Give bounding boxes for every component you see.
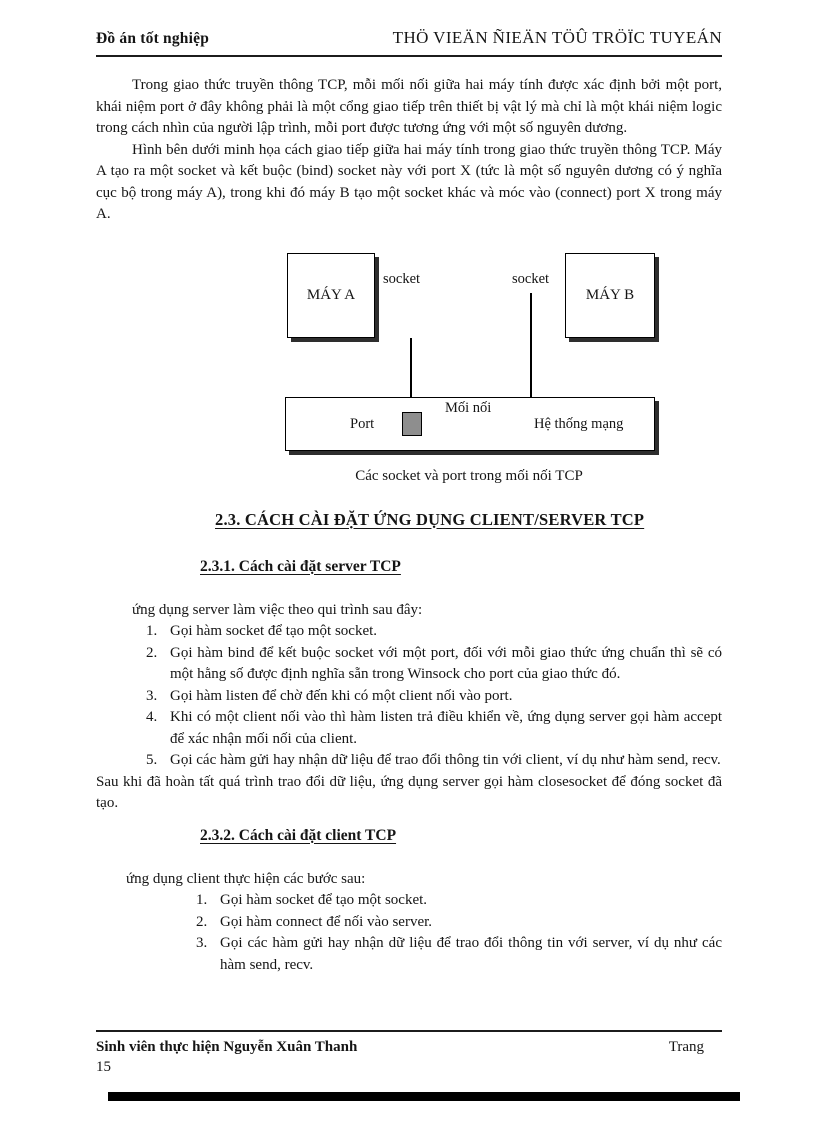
socket-line-b: [530, 292, 532, 422]
machine-b-box: MÁY B: [565, 252, 655, 338]
client-steps-list: 1. Gọi hàm socket để tạo một socket. 2. …: [96, 890, 722, 976]
tcp-socket-diagram: MÁY A MÁY B socket socket Port Mối nối H…: [96, 236, 722, 454]
list-item-text: Khi có một client nối vào thì hàm listen…: [170, 709, 722, 747]
list-item-number: 1.: [146, 623, 158, 639]
list-item-text: Gọi hàm connect để nối vào server.: [220, 913, 433, 930]
list-item: 3. Gọi hàm listen để chờ đến khi có một …: [96, 686, 722, 708]
section-title-2-3: 2.3. CÁCH CÀI ĐẶT ỨNG DỤNG CLIENT/SERVER…: [215, 509, 645, 529]
socket-line-a: [410, 337, 412, 413]
server-steps-list: 1. Gọi hàm socket để tạo một socket. 2. …: [96, 621, 722, 772]
footer-page-number: 15: [96, 1059, 111, 1075]
list-item-number: 3.: [146, 687, 158, 704]
list-item: 2. Gọi hàm bind để kết buộc socket với m…: [96, 643, 722, 686]
header-library-watermark: THÖ VIEÄN ÑIEÄN TÖÛ TRÖÏC TUYEÁN: [392, 28, 722, 47]
section-title-2-3-2: 2.3.2. Cách cài đặt client TCP: [200, 826, 397, 844]
client-intro: ứng dụng client thực hiện các bước sau:: [126, 870, 366, 887]
socket-label-right: socket: [512, 270, 550, 287]
page-header: Đồ án tốt nghiệp THÖ VIEÄN ÑIEÄN TÖÛ TRÖ…: [96, 28, 722, 57]
list-item-text: Gọi hàm bind để kết buộc socket với một …: [170, 644, 722, 683]
list-item: 4. Khi có một client nối vào thì hàm lis…: [96, 707, 722, 750]
port-square: [402, 411, 422, 436]
list-item: 5. Gọi các hàm gửi hay nhận dữ liệu để t…: [96, 750, 722, 772]
list-item-text: Gọi các hàm gửi hay nhận dữ liệu để trao…: [170, 752, 721, 768]
bottom-scan-bar: [108, 1092, 740, 1101]
list-item-number: 4.: [146, 709, 158, 725]
network-box: [285, 396, 655, 451]
connection-label: Mối nối: [445, 399, 492, 416]
list-item-text: Gọi hàm socket để tạo một socket.: [220, 892, 428, 908]
list-item: 1. Gọi hàm socket để tạo một socket.: [96, 621, 722, 643]
list-item-text: Gọi hàm listen để chờ đến khi có một cli…: [170, 687, 513, 704]
page-content: Đồ án tốt nghiệp THÖ VIEÄN ÑIEÄN TÖÛ TRÖ…: [96, 28, 722, 976]
network-label: Hệ thống mạng: [534, 415, 624, 432]
list-item: 1. Gọi hàm socket để tạo một socket.: [96, 890, 722, 912]
paragraph-tcp-illustration: Hình bên dưới minh họa cách giao tiếp gi…: [96, 141, 722, 223]
machine-a-label: MÁY A: [306, 286, 356, 303]
figure-caption: Các socket và port trong mối nối TCP: [355, 467, 583, 484]
header-thesis-title: Đồ án tốt nghiệp: [96, 30, 210, 47]
server-intro: ứng dụng server làm việc theo qui trình …: [132, 601, 423, 618]
footer-page-label: Trang: [668, 1039, 704, 1055]
list-item-number: 1.: [196, 892, 208, 908]
list-item-number: 2.: [146, 644, 158, 661]
footer-row: Sinh viên thực hiện Nguyễn Xuân Thanh Tr…: [96, 1039, 722, 1056]
page-footer: Sinh viên thực hiện Nguyễn Xuân Thanh Tr…: [96, 1030, 722, 1076]
socket-label-left: socket: [383, 270, 421, 287]
port-label: Port: [350, 415, 375, 432]
list-item-text: Gọi hàm socket để tạo một socket.: [170, 623, 378, 639]
list-item-number: 2.: [196, 913, 208, 930]
section-title-2-3-1: 2.3.1. Cách cài đặt server TCP: [200, 557, 401, 575]
paragraph-tcp-port: Trong giao thức truyền thông TCP, mỗi mố…: [96, 77, 722, 136]
machine-b-label: MÁY B: [585, 286, 635, 303]
list-item-number: 5.: [146, 752, 158, 768]
footer-author: Sinh viên thực hiện Nguyễn Xuân Thanh: [96, 1039, 358, 1055]
list-item: 2. Gọi hàm connect để nối vào server.: [96, 912, 722, 934]
server-outro: Sau khi đã hoàn tất quá trình trao đổi d…: [96, 773, 722, 812]
list-item-number: 3.: [196, 935, 208, 951]
list-item-text: Gọi các hàm gửi hay nhận dữ liệu để trao…: [220, 935, 722, 973]
machine-a-box: MÁY A: [287, 252, 375, 338]
list-item: 3. Gọi các hàm gửi hay nhận dữ liệu để t…: [96, 933, 722, 976]
